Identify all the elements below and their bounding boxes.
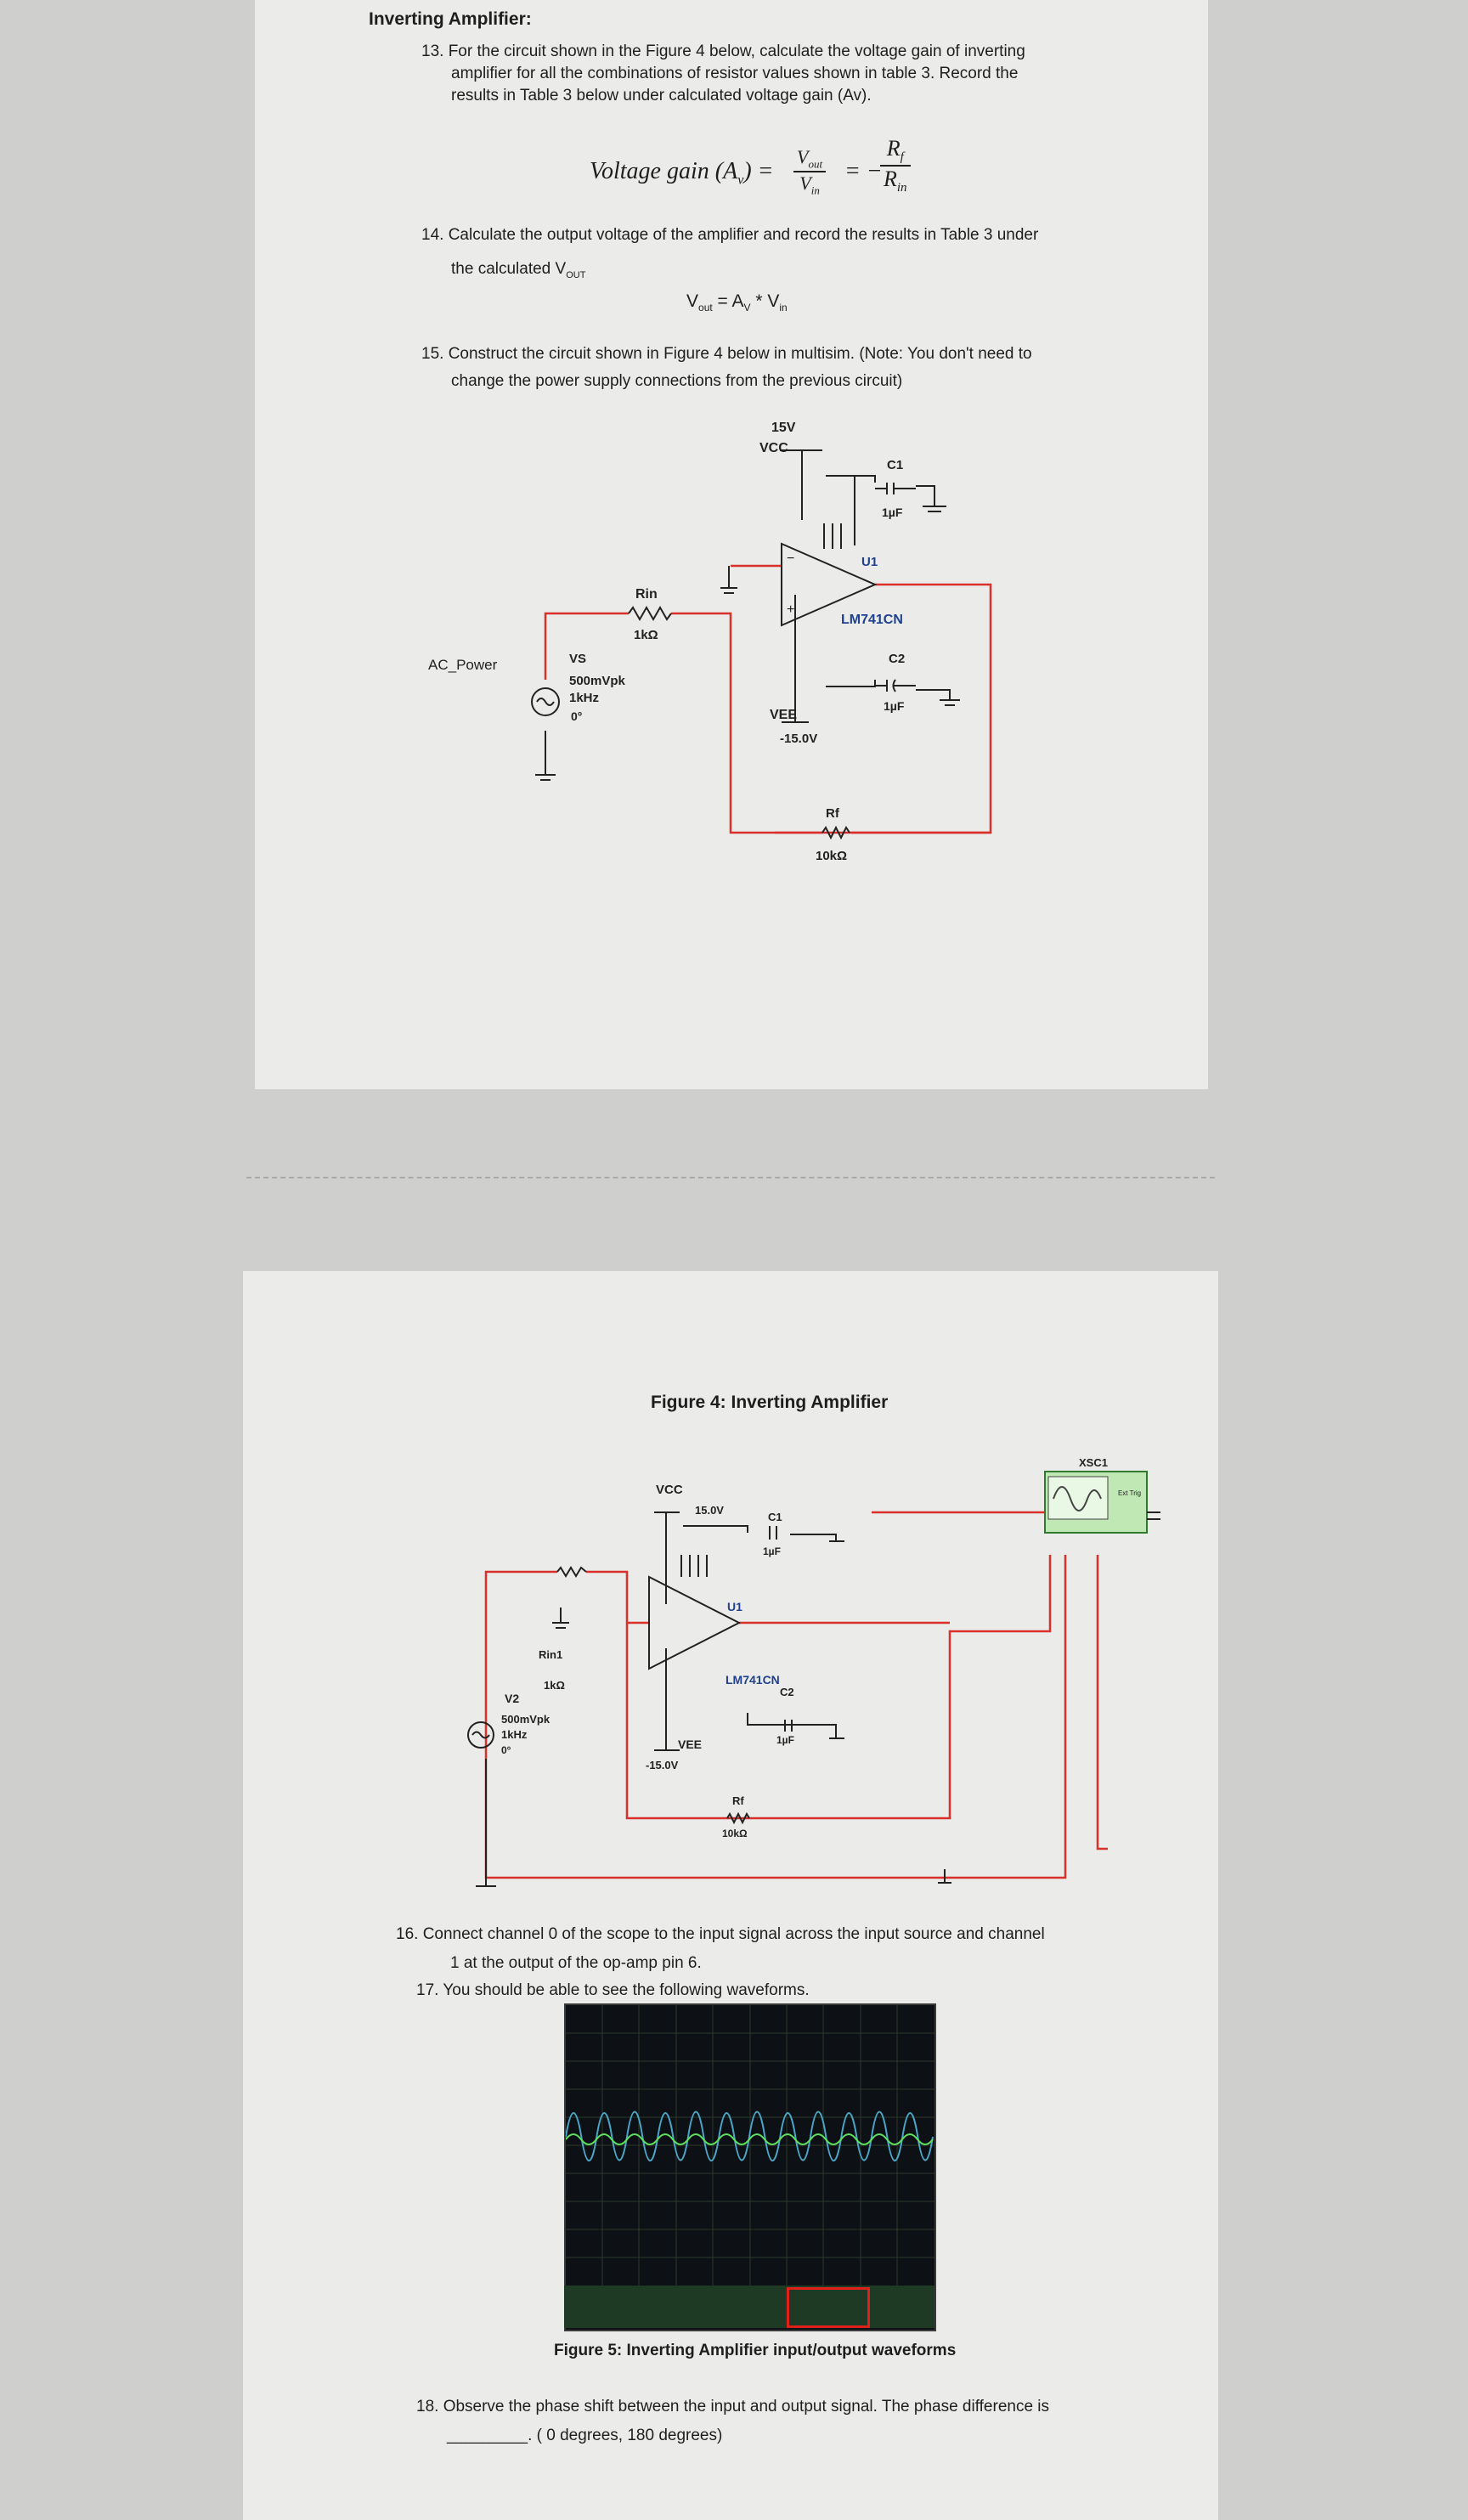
step-14-line-2: the calculated VOUT (451, 260, 586, 280)
step-13-line-1: 13. For the circuit shown in the Figure … (421, 42, 1025, 60)
c1-c1-label: C1 (887, 458, 903, 472)
c1-opamp-label: LM741CN (841, 613, 903, 627)
step-15-line-1: 15. Construct the circuit shown in Figur… (421, 345, 1032, 363)
circuit2-black-wires (476, 1511, 951, 1887)
c1-rin-value: 1kΩ (634, 628, 658, 642)
step-16-line-2: 1 at the output of the op-amp pin 6. (450, 1954, 702, 1972)
c1-vs-amp: 500mVpk (569, 674, 626, 688)
step-16-line-1: 16. Connect channel 0 of the scope to th… (396, 1925, 1045, 1943)
circuit2-c2-symbol (784, 1720, 793, 1732)
circuit1-opamp-triangle (781, 542, 878, 627)
c2-src-phase: 0° (501, 1744, 511, 1756)
c2-src-freq: 1kHz (501, 1728, 528, 1741)
page-divider (246, 1177, 1215, 1178)
c2-opamp-label: LM741CN (726, 1673, 780, 1687)
step-13-line-2: amplifier for all the combinations of re… (451, 65, 1019, 82)
c2-rf-value: 10kΩ (722, 1828, 748, 1839)
figure-4-caption: Figure 4: Inverting Amplifier (651, 1393, 889, 1412)
c1-c1-value: 1µF (882, 506, 903, 519)
c1-c2-value: 1µF (884, 699, 905, 713)
c2-src-label: V2 (505, 1692, 519, 1705)
circuit2-rf-resistor (726, 1811, 750, 1825)
answer-blank[interactable]: _________ (447, 2427, 528, 2444)
oscilloscope-waveform-display (565, 2005, 934, 2286)
c1-vcc-value: 15V (771, 421, 796, 435)
gain-fraction-rf-rin: Rf Rin (880, 136, 911, 195)
c2-c2-label: C2 (780, 1686, 794, 1698)
c2-vcc-value: 15.0V (695, 1504, 724, 1517)
step-18-line-1: 18. Observe the phase shift between the … (416, 2398, 1050, 2415)
c1-u1-label: U1 (861, 555, 878, 569)
gain-formula-lhs: Voltage gain (Av) = (590, 158, 774, 188)
multisim-circuit-with-scope: VCC 15.0V C1 1µF U1 LM741CN Rin1 1kΩ V2 … (467, 1456, 1160, 1887)
c2-scope-ext: Ext Trig (1118, 1489, 1141, 1497)
step-18-line-2: _________. ( 0 degrees, 180 degrees) (447, 2427, 723, 2444)
c2-rf-label: Rf (732, 1794, 744, 1807)
c2-rin-label: Rin1 (539, 1648, 562, 1661)
svg-text:−: − (787, 551, 794, 566)
oscilloscope-screenshot (564, 2003, 936, 2331)
c1-rf-label: Rf (826, 806, 840, 821)
inverting-amplifier-schematic: − + 15V VCC C1 1µF U1 LM741CN Rin 1kΩ AC… (428, 421, 992, 863)
circuit1-rin-resistor (628, 605, 672, 622)
c1-vs-freq: 1kHz (569, 691, 599, 705)
c1-vee-value: -15.0V (780, 732, 817, 746)
circuit1-c2-symbol (875, 679, 916, 692)
circuit1-c1-symbol (875, 483, 916, 494)
worksheet-page-1 (255, 0, 1208, 1089)
gain-fraction-vout-vin: Vout Vin (793, 146, 827, 198)
circuit2-rin-resistor (556, 1566, 587, 1578)
c2-vee-label: VEE (678, 1737, 702, 1751)
c2-c1-value: 1µF (763, 1545, 781, 1557)
output-waveform-trace (565, 2110, 934, 2161)
circuit1-ac-source (531, 687, 560, 716)
c1-source-name: AC_Power (428, 657, 498, 673)
step-13-line-3: results in Table 3 below under calculate… (451, 87, 872, 105)
c1-c2-label: C2 (889, 652, 905, 666)
section-title: Inverting Amplifier: (369, 9, 532, 29)
c2-vee-value: -15.0V (646, 1759, 679, 1771)
c2-c1-label: C1 (768, 1511, 782, 1523)
c2-vcc-label: VCC (656, 1483, 683, 1497)
c2-c2-value: 1µF (776, 1734, 794, 1746)
c2-src-amp: 500mVpk (501, 1713, 550, 1726)
circuit1-rf-resistor (822, 825, 850, 840)
c1-rf-value: 10kΩ (816, 849, 847, 863)
circuit1-red-wires (544, 564, 992, 834)
figure-5-caption: Figure 5: Inverting Amplifier input/outp… (554, 2342, 957, 2359)
c1-rin-label: Rin (635, 587, 658, 602)
svg-text:+: + (787, 602, 794, 617)
vout-formula: Vout = AV * Vin (686, 291, 788, 314)
measurement-highlight-box (787, 2287, 870, 2328)
step-14-line-1: 14. Calculate the output voltage of the … (421, 226, 1039, 244)
c1-vee-label: VEE (770, 708, 797, 722)
circuit2-opamp-triangle (648, 1575, 742, 1670)
c2-u1-label: U1 (727, 1600, 742, 1613)
step-17-line-1: 17. You should be able to see the follow… (416, 1981, 810, 1999)
c2-rin-value: 1kΩ (544, 1679, 565, 1692)
c1-vs-label: VS (569, 652, 586, 666)
circuit2-ac-source (467, 1721, 494, 1749)
oscilloscope-measurement-bar (564, 2286, 934, 2328)
gain-formula-equals: = − (844, 158, 883, 184)
circuit2-c1-symbol (769, 1526, 777, 1540)
c1-vs-phase: 0° (571, 709, 582, 723)
circuit2-red-wires (484, 1511, 1108, 1879)
step-15-line-2: change the power supply connections from… (451, 372, 903, 390)
c2-scope-label: XSC1 (1079, 1456, 1108, 1469)
c1-vcc-label: VCC (759, 441, 788, 455)
input-waveform-trace (565, 2133, 934, 2145)
